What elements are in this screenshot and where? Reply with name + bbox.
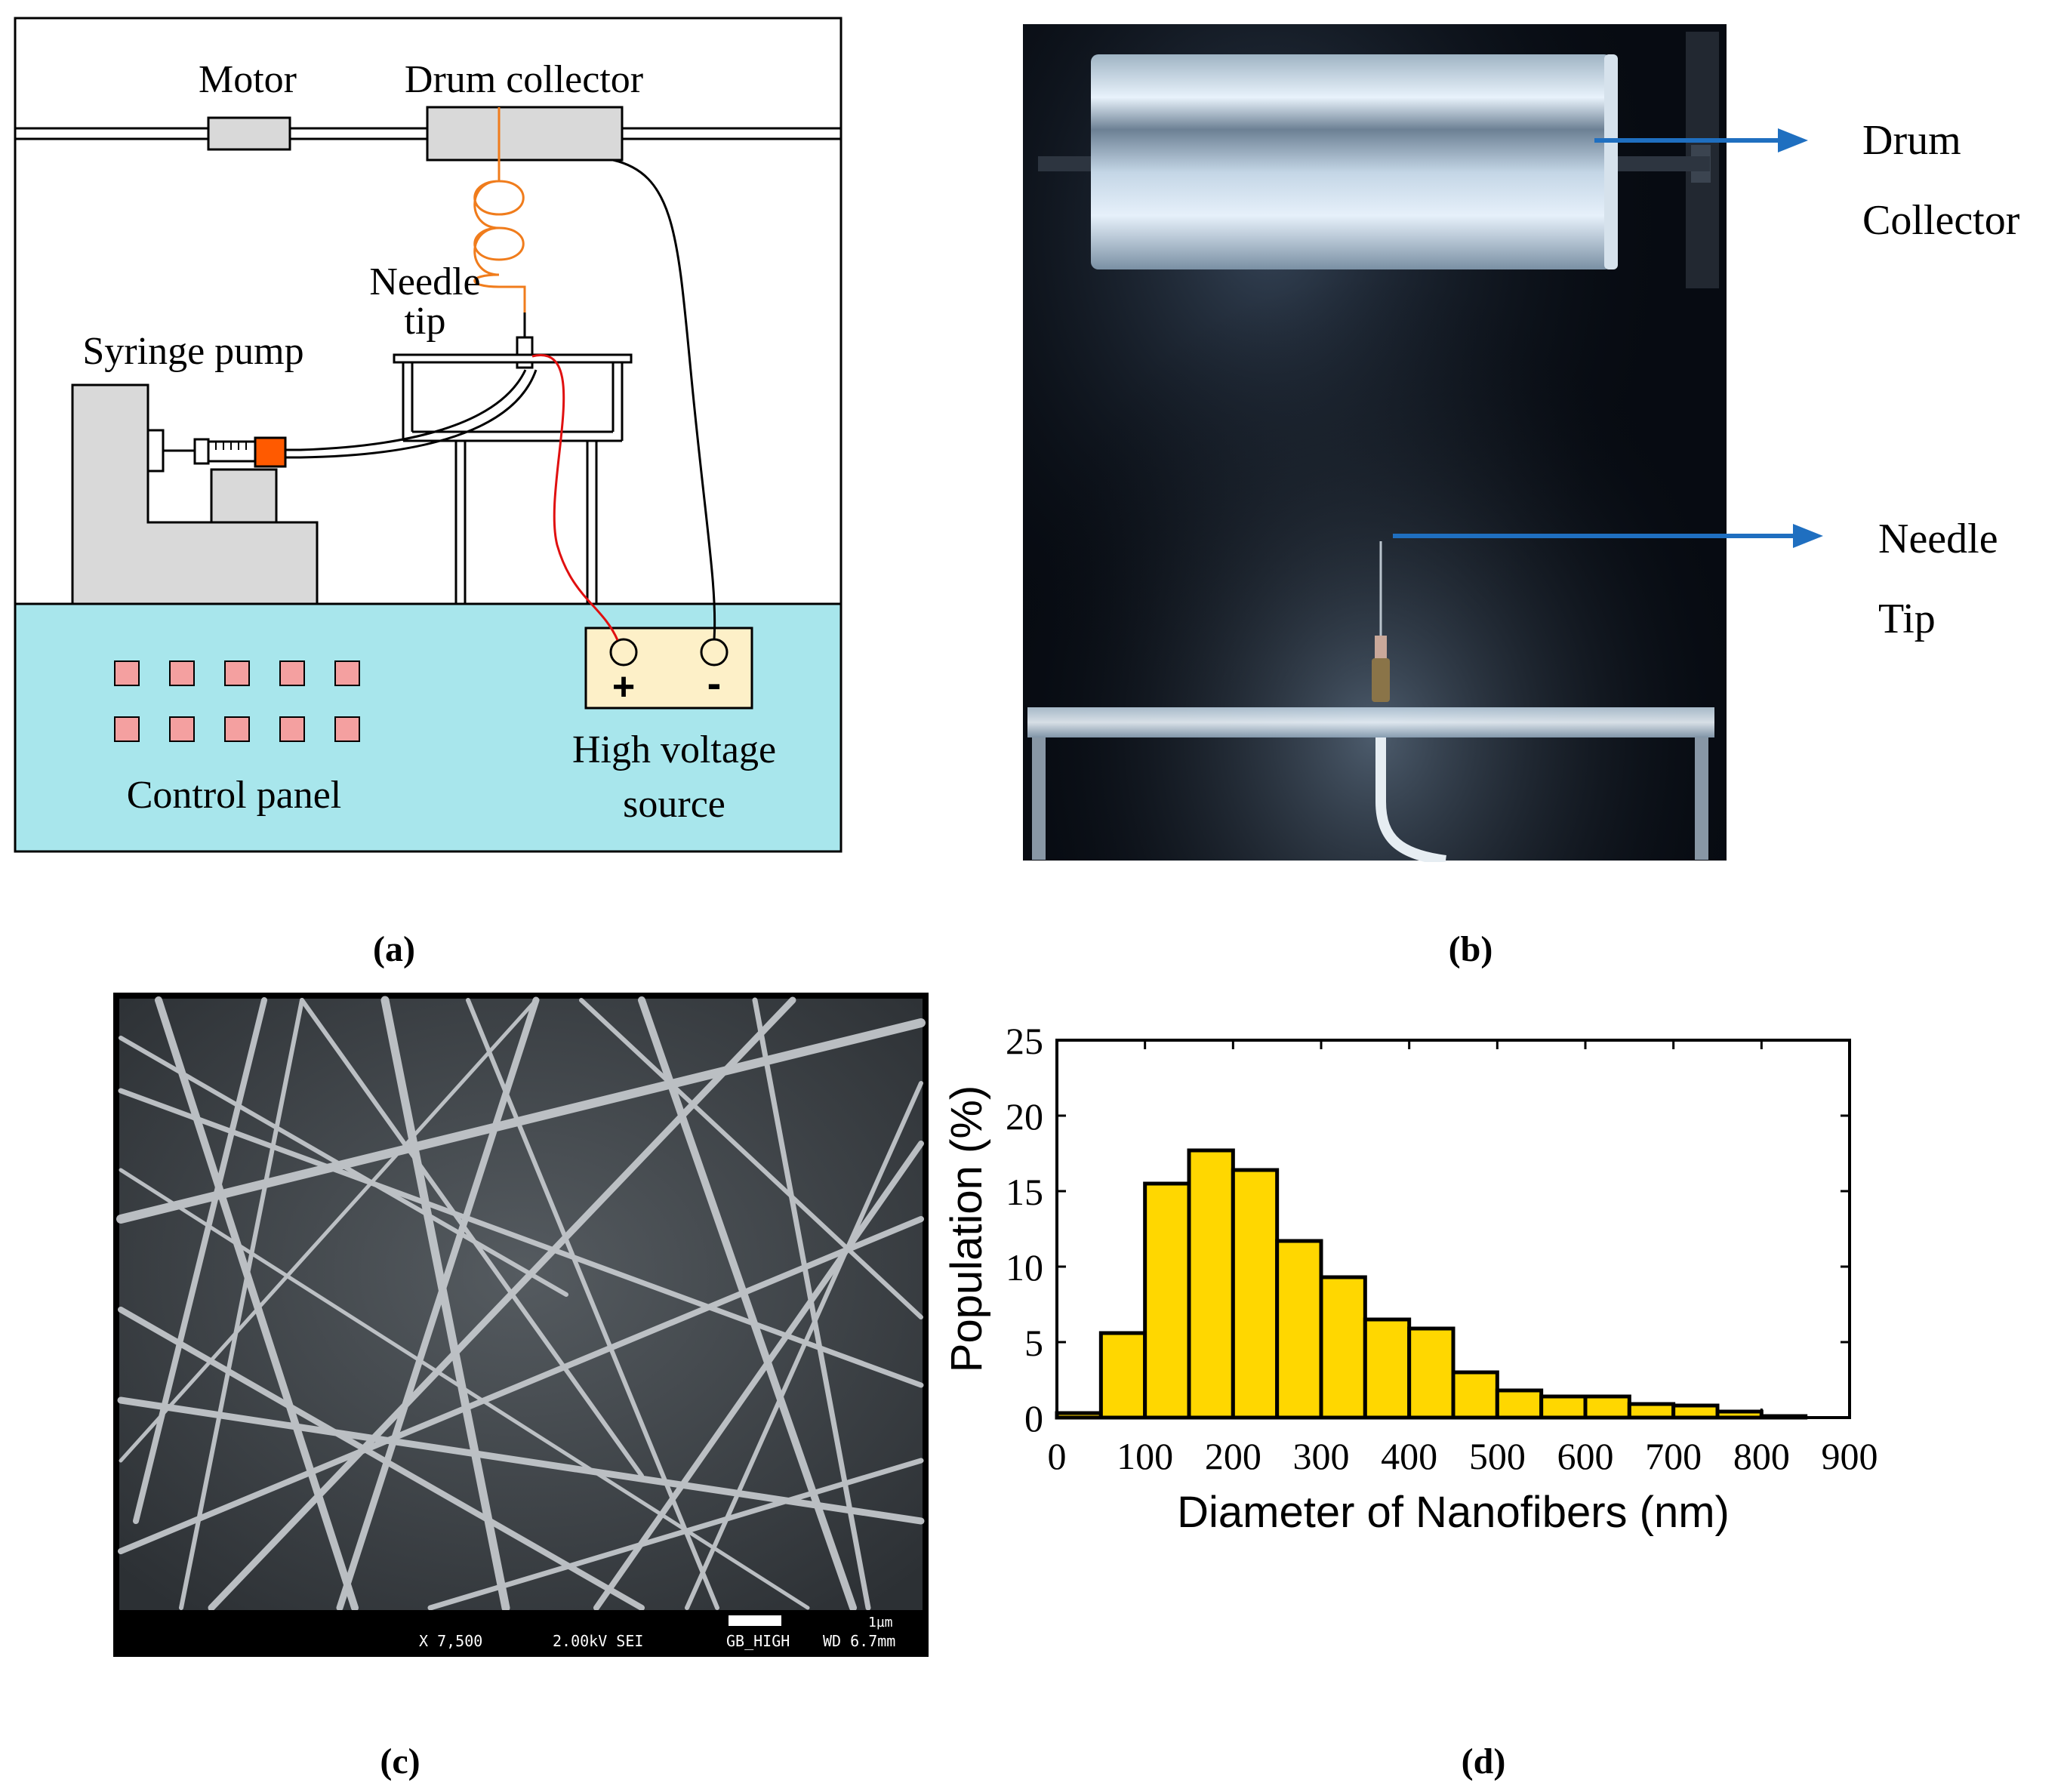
sem-scale-label: 1µm xyxy=(868,1615,893,1630)
drum-collector-photo-label-line1: Drum xyxy=(1862,117,1961,164)
high-voltage-label-line1: High voltage xyxy=(572,728,776,771)
sem-scale-bar xyxy=(729,1615,781,1626)
support-leg-left xyxy=(1032,737,1046,860)
sem-magnification: X 7,500 xyxy=(419,1632,482,1650)
syringe-fluid-chamber xyxy=(254,436,287,468)
histogram-bar-550 xyxy=(1539,1394,1588,1420)
diameter-histogram: 0 100 200 300 400 500 600 700 800 900 0 5 10 15 20 25 D… xyxy=(942,1020,1878,1537)
panel-b-photo: Drum Collector Needle Tip xyxy=(1023,24,2065,866)
caption-a: (a) xyxy=(373,929,415,969)
minus-sign: - xyxy=(707,659,722,707)
needle-connector xyxy=(1372,658,1390,702)
drum-end-cap xyxy=(1604,54,1618,269)
y-axis-label: Population (%) xyxy=(942,1085,991,1372)
y-tick-label-5: 5 xyxy=(1024,1322,1043,1364)
sem-working-distance: WD 6.7mm xyxy=(823,1632,895,1650)
panel-c-sem: 1µm X 7,500 2.00kV SEI GB_HIGH WD 6.7mm xyxy=(113,993,929,1657)
histogram-bar-700 xyxy=(1671,1403,1720,1420)
ground-wire xyxy=(612,159,716,640)
motor-box xyxy=(207,116,291,151)
histogram-bars xyxy=(1055,1148,1808,1420)
drum-arrow xyxy=(1594,128,1808,152)
x-tick-label-100: 100 xyxy=(1117,1435,1173,1477)
sem-micrograph: 1µm X 7,500 2.00kV SEI GB_HIGH WD 6.7mm xyxy=(113,993,929,1657)
positive-terminal xyxy=(609,638,638,667)
support-leg-right xyxy=(1695,737,1708,860)
caption-c: (c) xyxy=(380,1741,420,1781)
histogram-bar-500 xyxy=(1495,1388,1544,1420)
motor-label: Motor xyxy=(199,58,297,101)
caption-d: (d) xyxy=(1461,1741,1506,1781)
high-voltage-source-box xyxy=(584,627,753,710)
syringe-pump-stand xyxy=(210,468,278,524)
histogram-bar-450 xyxy=(1451,1370,1499,1420)
x-tick-label-0: 0 xyxy=(1048,1435,1067,1477)
x-axis-label: Diameter of Nanofibers (nm) xyxy=(1177,1488,1730,1537)
needle-tip-photo-label-line1: Needle xyxy=(1878,516,1998,562)
needle-tip-label-line2: tip xyxy=(405,300,446,343)
setup-photo: Drum Collector Needle Tip xyxy=(1023,24,2020,866)
chart-axes-box xyxy=(1055,1039,1851,1419)
sem-voltage: 2.00kV SEI xyxy=(553,1632,643,1650)
histogram-bar-250 xyxy=(1275,1239,1323,1420)
x-tick-label-800: 800 xyxy=(1733,1435,1790,1477)
histogram-bar-150 xyxy=(1187,1148,1235,1420)
syringe-pump-label: Syringe pump xyxy=(82,330,303,373)
syringe-flange xyxy=(193,438,210,465)
x-tick-label-400: 400 xyxy=(1381,1435,1437,1477)
sem-sample: GB_HIGH xyxy=(726,1632,790,1650)
positive-wire xyxy=(531,354,619,641)
sem-info-bar xyxy=(119,1610,923,1654)
histogram-bar-200 xyxy=(1231,1168,1280,1420)
table-top xyxy=(393,353,633,364)
histogram-bar-300 xyxy=(1319,1275,1367,1420)
panel-d-chart: 0 100 200 300 400 500 600 700 800 900 0 5 10 15 20 25 D… xyxy=(921,974,2053,1676)
syringe-pump-body xyxy=(71,383,319,605)
sem-fibers xyxy=(116,996,926,1612)
panel-a-schematic: Motor Drum collector Needle tip Syringe … xyxy=(14,17,844,854)
feed-tube-lower xyxy=(285,369,538,459)
histogram-bar-600 xyxy=(1583,1394,1631,1420)
histogram-bar-650 xyxy=(1627,1402,1676,1420)
drum-collector-photo xyxy=(1091,54,1612,269)
y-tick-label-10: 10 xyxy=(1006,1246,1043,1289)
feed-tube-upper xyxy=(285,369,527,451)
support-bar xyxy=(1027,707,1714,737)
x-tick-label-300: 300 xyxy=(1293,1435,1350,1477)
drum-collector-photo-label-line2: Collector xyxy=(1862,197,2020,244)
x-tick-label-700: 700 xyxy=(1645,1435,1702,1477)
syringe-graduations xyxy=(215,442,247,450)
x-tick-label-200: 200 xyxy=(1205,1435,1261,1477)
histogram-bar-50 xyxy=(1098,1331,1147,1420)
y-tick-label-20: 20 xyxy=(1006,1095,1043,1138)
fiber-jet-spiral xyxy=(473,107,526,313)
x-tick-label-500: 500 xyxy=(1469,1435,1526,1477)
histogram-bar-100 xyxy=(1143,1181,1191,1420)
y-tick-label-15: 15 xyxy=(1006,1171,1043,1213)
needle-arrow xyxy=(1393,524,1823,548)
caption-b: (b) xyxy=(1448,929,1493,969)
drum-collector-box xyxy=(426,106,624,162)
electrospinning-schematic: Motor Drum collector Needle tip Syringe … xyxy=(14,17,843,853)
y-tick-label-25: 25 xyxy=(1006,1020,1043,1062)
high-voltage-label-line2: source xyxy=(623,783,725,826)
x-tick-label-600: 600 xyxy=(1557,1435,1614,1477)
plus-sign: + xyxy=(612,665,635,709)
chart-ticks xyxy=(1055,1039,1851,1419)
needle-tip-label-line1: Needle xyxy=(369,260,480,303)
drum-collector-label: Drum collector xyxy=(405,58,643,101)
chart-tick-labels: 0 100 200 300 400 500 600 700 800 900 0 5 10 15 20 25 xyxy=(1006,1020,1878,1477)
x-tick-label-900: 900 xyxy=(1822,1435,1878,1477)
control-panel-label: Control panel xyxy=(127,774,342,817)
needle-tip-photo-label-line2: Tip xyxy=(1878,596,1936,642)
y-tick-label-0: 0 xyxy=(1024,1397,1043,1439)
plunger-head xyxy=(146,429,165,473)
control-buttons xyxy=(114,660,360,742)
needle-hub xyxy=(1375,636,1387,658)
histogram-bar-350 xyxy=(1363,1317,1412,1420)
histogram-bar-400 xyxy=(1407,1326,1456,1420)
feed-tube-photo xyxy=(1375,737,1446,866)
